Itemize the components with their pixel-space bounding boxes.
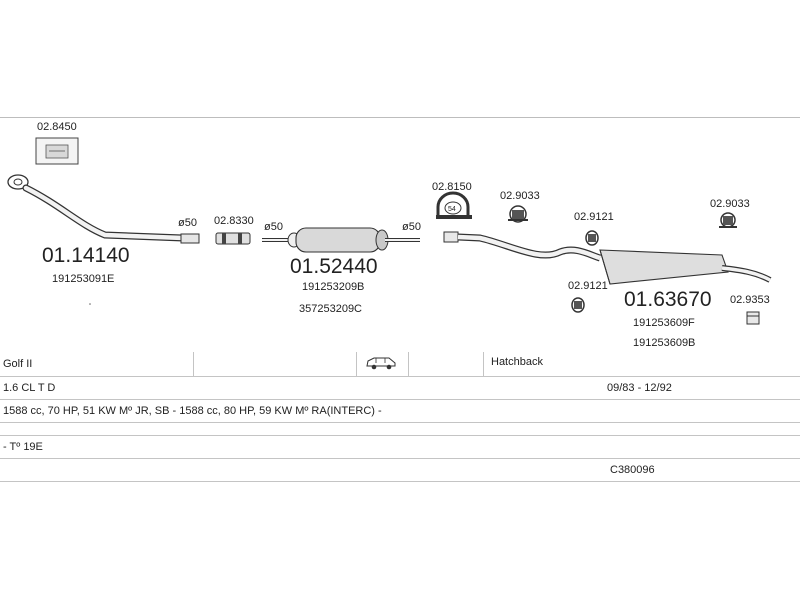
- years-cell: 09/83 - 12/92: [607, 382, 672, 394]
- oem-number: 191253609B: [633, 337, 695, 349]
- connector-sleeve-icon: [215, 232, 251, 245]
- part-02-9121-lower[interactable]: 02.9121: [568, 280, 608, 313]
- part-number: 02.8330: [214, 215, 254, 227]
- part-number: 01.63670: [624, 288, 712, 311]
- part-02-9121-upper[interactable]: 02.9121: [574, 211, 614, 246]
- part-number: 02.9353: [730, 294, 770, 306]
- bracket-icon: [746, 311, 760, 325]
- exhaust-diagram: 02.8450 01.14140 191253091E ø50 02.8330 …: [7, 121, 772, 349]
- hanger-ring-icon: [571, 297, 585, 313]
- model-cell: Golf II: [3, 358, 33, 370]
- oem-number: 357253209C: [299, 303, 362, 315]
- oem-number: 191253609F: [633, 317, 695, 329]
- divider: [408, 352, 409, 376]
- car-icon: [366, 357, 396, 370]
- part-02-8330[interactable]: 02.8330: [214, 215, 254, 245]
- vehicle-info-table: Golf II Hatchback 1.6 CL T D 09/83 - 12/…: [0, 352, 800, 482]
- rubber-mount-icon: [719, 212, 737, 228]
- clamp-icon: [436, 191, 472, 219]
- divider: [483, 352, 484, 376]
- rear-silencer-icon: [443, 231, 772, 285]
- body-type-cell: Hatchback: [491, 356, 543, 368]
- part-number: 01.52440: [290, 255, 378, 278]
- front-pipe-icon: [7, 174, 200, 244]
- part-02-9353[interactable]: 02.9353: [730, 294, 770, 325]
- divider: [356, 352, 357, 376]
- specs-cell: 1588 cc, 70 HP, 51 KW Mº JR, SB - 1588 c…: [3, 405, 382, 417]
- note-cell: - Tº 19E: [3, 441, 43, 453]
- diameter-label: ø50: [402, 221, 421, 233]
- part-01-52440[interactable]: 01.52440 191253209B 357253209C: [262, 227, 420, 315]
- part-number: 02.8450: [37, 121, 77, 133]
- code-cell: C380096: [610, 464, 655, 476]
- part-number: 02.9033: [500, 190, 540, 202]
- part-02-9033-right[interactable]: 02.9033: [710, 198, 750, 228]
- top-border: [0, 117, 800, 118]
- divider: [193, 352, 194, 376]
- table-row: [0, 423, 800, 436]
- part-01-14140[interactable]: 01.14140 191253091E: [7, 174, 200, 285]
- part-02-8150[interactable]: 02.8150 54: [432, 181, 472, 219]
- table-row: C380096: [0, 459, 800, 482]
- oem-number: 191253209B: [302, 281, 364, 293]
- rubber-mount-icon: [508, 205, 528, 223]
- part-number: 02.9121: [568, 280, 608, 292]
- oem-number: 191253091E: [52, 273, 114, 285]
- part-number: 01.14140: [42, 244, 130, 267]
- part-number: 02.8150: [432, 181, 472, 193]
- table-row: 1588 cc, 70 HP, 51 KW Mº JR, SB - 1588 c…: [0, 400, 800, 423]
- part-01-63670[interactable]: 01.63670 191253609F 191253609B: [443, 231, 772, 349]
- gasket-box-icon: [35, 137, 79, 165]
- part-02-8450[interactable]: 02.8450: [35, 121, 79, 165]
- table-row: 1.6 CL T D 09/83 - 12/92: [0, 377, 800, 400]
- part-number: 02.9033: [710, 198, 750, 210]
- diameter-label: ø50: [264, 221, 283, 233]
- dot-marker: [89, 303, 91, 305]
- table-row: Golf II Hatchback: [0, 352, 800, 377]
- middle-silencer-icon: [262, 227, 420, 253]
- hanger-ring-icon: [585, 230, 599, 246]
- engine-cell: 1.6 CL T D: [3, 382, 56, 394]
- diameter-label: ø50: [178, 217, 197, 229]
- part-number: 02.9121: [574, 211, 614, 223]
- table-row: - Tº 19E: [0, 436, 800, 459]
- clamp-size-text: 54: [448, 206, 456, 213]
- part-02-9033-left[interactable]: 02.9033: [500, 190, 540, 223]
